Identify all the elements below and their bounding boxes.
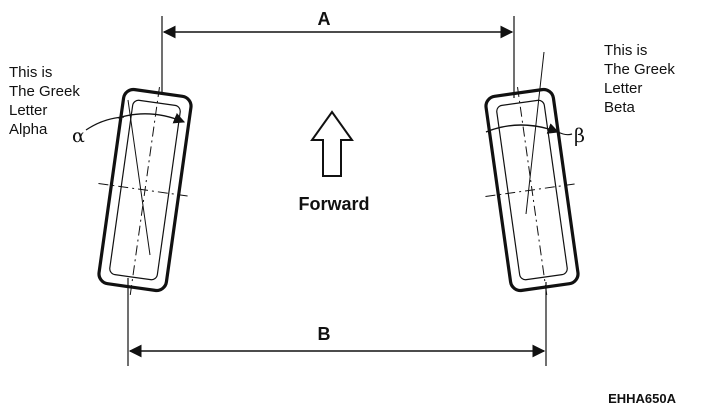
left-wheel-axle-line xyxy=(98,182,192,198)
alpha-leader-line xyxy=(85,116,125,131)
right-wheel xyxy=(484,86,580,296)
dimension-a: A xyxy=(161,9,515,98)
left-vertical-reference xyxy=(127,99,151,256)
left-wheel xyxy=(97,86,193,296)
dimension-a-label: A xyxy=(318,9,331,29)
beta-annotation-line-2: The Greek xyxy=(604,61,675,78)
alpha-annotation-line-2: The Greek xyxy=(9,83,80,100)
alpha-annotation-line-3: Letter xyxy=(9,102,47,119)
left-wheel-centerline xyxy=(129,86,160,296)
beta-annotation-line-1: This is xyxy=(604,42,647,59)
forward-label: Forward xyxy=(298,194,369,214)
alpha-angle-arc xyxy=(117,112,186,124)
dimension-b-label: B xyxy=(318,324,331,344)
beta-symbol: β xyxy=(574,125,585,147)
beta-leader-line xyxy=(557,131,573,136)
right-vertical-reference xyxy=(525,51,545,215)
beta-annotation-line-3: Letter xyxy=(604,80,642,97)
figure-code: EHHA650A xyxy=(608,391,677,406)
right-wheel-centerline xyxy=(517,86,548,296)
beta-annotation-line-4: Beta xyxy=(604,99,636,116)
dimension-b: B xyxy=(127,278,547,366)
forward-arrow-icon xyxy=(310,110,354,177)
alpha-annotation-line-1: This is xyxy=(9,64,52,81)
alpha-annotation-line-4: Alpha xyxy=(9,121,48,138)
beta-angle-arc xyxy=(485,123,560,134)
alpha-symbol: α xyxy=(72,125,85,147)
right-wheel-axle-line xyxy=(485,182,579,198)
alpha-annotation: This is The Greek Letter Alpha xyxy=(9,64,80,138)
beta-annotation: This is The Greek Letter Beta xyxy=(604,42,675,116)
